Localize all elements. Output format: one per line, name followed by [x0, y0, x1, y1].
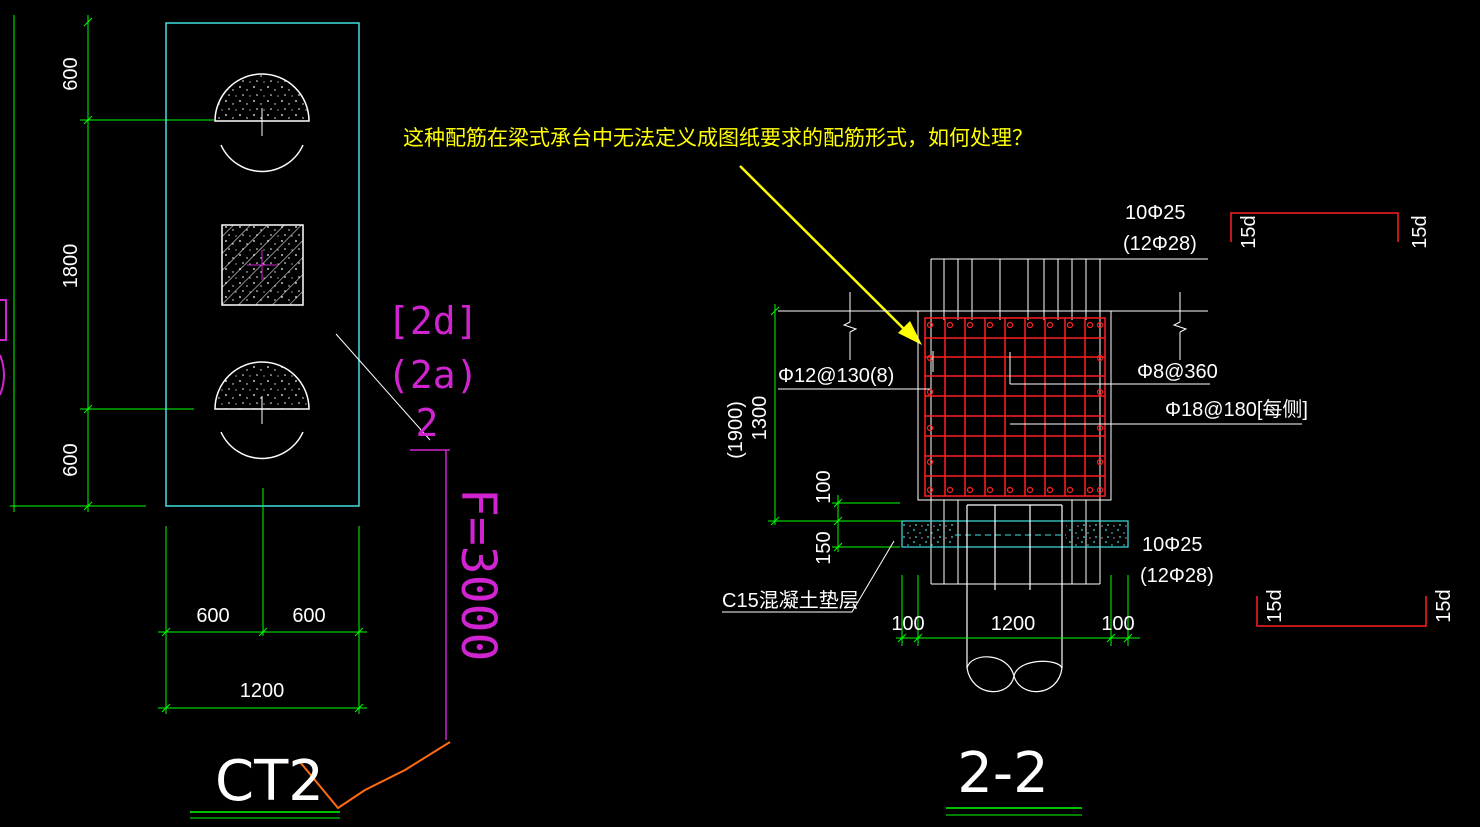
top-bar-label: 10Φ25: [1125, 202, 1185, 224]
pad-label-leader: [722, 540, 895, 613]
cap-outline: [778, 292, 1208, 501]
rebar-leaders: [778, 351, 1302, 425]
section-dim-100-vertical: 100: [813, 470, 835, 503]
reinforcement-cage: [924, 317, 1106, 497]
section-pile: [966, 504, 1063, 693]
plan-mark-2a: (2a): [387, 353, 479, 397]
pile-top: [214, 73, 310, 173]
side-tie-label: Φ8@360: [1137, 361, 1218, 383]
plan-dim-bottom-left: 600: [196, 605, 229, 627]
section-view: 这种配筋在梁式承台中无法定义成图纸要求的配筋形式，如何处理？: [403, 126, 1455, 816]
plan-title: CT2: [215, 749, 324, 814]
plan-dim-bottom-right: 600: [292, 605, 325, 627]
section-dim-150: 150: [813, 531, 835, 564]
section-height-dim-alt: (1900): [725, 401, 747, 459]
column-section: [221, 224, 304, 306]
c15-cushion-pad: [901, 520, 1129, 548]
section-dim-left-100: 100: [891, 613, 924, 635]
pad-label: C15混凝土垫层: [722, 589, 859, 612]
section-dim-width: 1200: [991, 613, 1036, 635]
note-arrow: [739, 165, 922, 345]
plan-elevation-label: F=3000: [450, 488, 506, 661]
plan-dim-left-top: 600: [60, 57, 82, 90]
bottom-bar-hook-left: 15d: [1264, 589, 1286, 622]
bottom-bar-label: 10Φ25: [1142, 534, 1202, 556]
question-note: 这种配筋在梁式承台中无法定义成图纸要求的配筋形式，如何处理？: [403, 126, 1033, 150]
section-dim-right-100: 100: [1101, 613, 1134, 635]
rebar-dots: [926, 321, 1104, 494]
plan-dim-left-bottom: 600: [60, 443, 82, 476]
section-cut-leader: [299, 333, 451, 810]
side-bar-label: Φ18@180[每侧]: [1165, 398, 1308, 421]
section-height-dim: 1300: [749, 396, 771, 441]
stirrup-label: Φ12@130(8): [778, 365, 894, 387]
plan-mark-2: 2: [416, 401, 439, 445]
section-title: 2-2: [957, 741, 1048, 806]
section-left-dimensions: [768, 304, 903, 552]
plan-left-edge-fragments: [0, 299, 7, 396]
bottom-bar-alt-label: (12Φ28): [1140, 565, 1214, 587]
top-bar-alt-label: (12Φ28): [1123, 233, 1197, 255]
bottom-bar-shape: 15d 15d: [1256, 589, 1455, 627]
plan-bottom-dimensions: [158, 488, 367, 714]
top-bar-hook-left: 15d: [1238, 215, 1260, 248]
plan-left-dimensions: [10, 15, 214, 512]
top-bar-shape: 15d 15d: [1230, 212, 1431, 249]
top-bar-hook-right: 15d: [1409, 215, 1431, 248]
plan-dim-left-middle: 1800: [60, 244, 82, 289]
plan-dim-bottom-total: 1200: [240, 680, 285, 702]
plan-mark-2d: [2d]: [387, 299, 479, 343]
plan-view: 600 1800 600: [0, 15, 506, 819]
bottom-bar-hook-right: 15d: [1433, 589, 1455, 622]
pile-bottom: [214, 361, 310, 460]
section-bottom-dimensions: [896, 575, 1140, 646]
